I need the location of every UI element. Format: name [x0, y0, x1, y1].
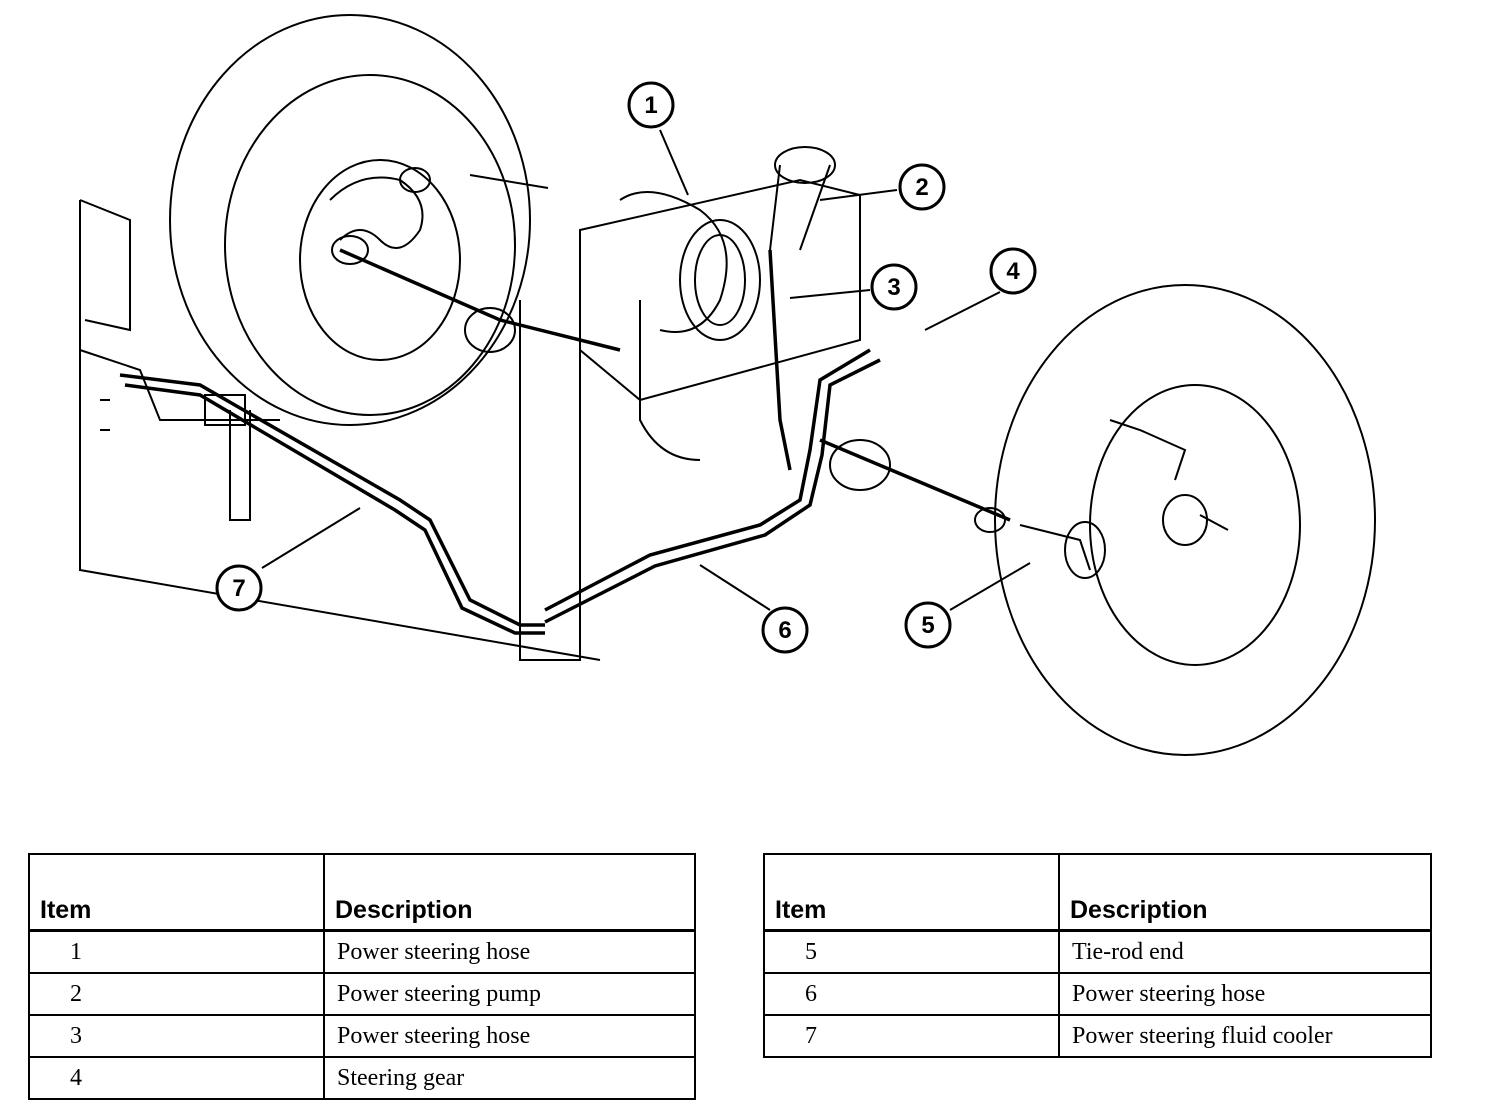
right-wheel	[994, 284, 1376, 756]
left-wheel	[169, 14, 549, 426]
item-cell: 1	[28, 929, 325, 974]
frame-rail	[79, 199, 601, 661]
item-cell: 5	[763, 929, 1060, 974]
description-cell: Tie-rod end	[1058, 929, 1432, 974]
legend-table-right: Item Description 5 Tie-rod end 6 Power s…	[763, 853, 1432, 1058]
callout-5: 5	[904, 601, 952, 649]
callout-1: 1	[627, 81, 675, 129]
column-header-description: Description	[323, 853, 696, 932]
steering-rack	[331, 235, 1106, 579]
table-header-row: Item Description	[763, 853, 1432, 932]
steering-system-illustration: 1 2 3 4 5 6 7	[79, 14, 1376, 756]
item-cell: 6	[763, 972, 1060, 1016]
engine-block	[579, 146, 861, 461]
item-cell: 2	[28, 972, 325, 1016]
callout-7: 7	[215, 564, 263, 612]
description-cell: Power steering pump	[323, 972, 696, 1016]
table-row: 6 Power steering hose	[763, 972, 1432, 1016]
column-header-description: Description	[1058, 853, 1432, 932]
fluid-cooler-tube	[119, 373, 545, 635]
description-cell: Power steering hose	[323, 1014, 696, 1058]
column-header-item: Item	[763, 853, 1060, 932]
description-cell: Steering gear	[323, 1056, 696, 1100]
callout-6: 6	[761, 606, 809, 654]
description-cell: Power steering hose	[1058, 972, 1432, 1016]
callout-3: 3	[870, 263, 918, 311]
table-row: 2 Power steering pump	[28, 972, 696, 1016]
item-cell: 4	[28, 1056, 325, 1100]
callout-label: 5	[921, 612, 934, 639]
table-row: 4 Steering gear	[28, 1056, 696, 1100]
table-header-row: Item Description	[28, 853, 696, 932]
table-row: 1 Power steering hose	[28, 929, 696, 974]
legend-table-left: Item Description 1 Power steering hose 2…	[28, 853, 696, 1100]
description-cell: Power steering fluid cooler	[1058, 1014, 1432, 1058]
callout-4: 4	[989, 247, 1037, 295]
item-cell: 7	[763, 1014, 1060, 1058]
callout-label: 1	[644, 92, 657, 119]
callout-label: 7	[232, 575, 245, 602]
table-row: 3 Power steering hose	[28, 1014, 696, 1058]
item-cell: 3	[28, 1014, 325, 1058]
callout-label: 6	[778, 617, 791, 644]
leader-lines	[261, 129, 1031, 611]
description-cell: Power steering hose	[323, 929, 696, 974]
pressure-hoses	[544, 249, 881, 624]
column-header-item: Item	[28, 853, 325, 932]
table-row: 5 Tie-rod end	[763, 929, 1432, 974]
callout-2: 2	[898, 163, 946, 211]
callout-label: 4	[1006, 258, 1020, 285]
callout-label: 2	[915, 174, 928, 201]
table-row: 7 Power steering fluid cooler	[763, 1014, 1432, 1058]
callout-label: 3	[887, 274, 900, 301]
